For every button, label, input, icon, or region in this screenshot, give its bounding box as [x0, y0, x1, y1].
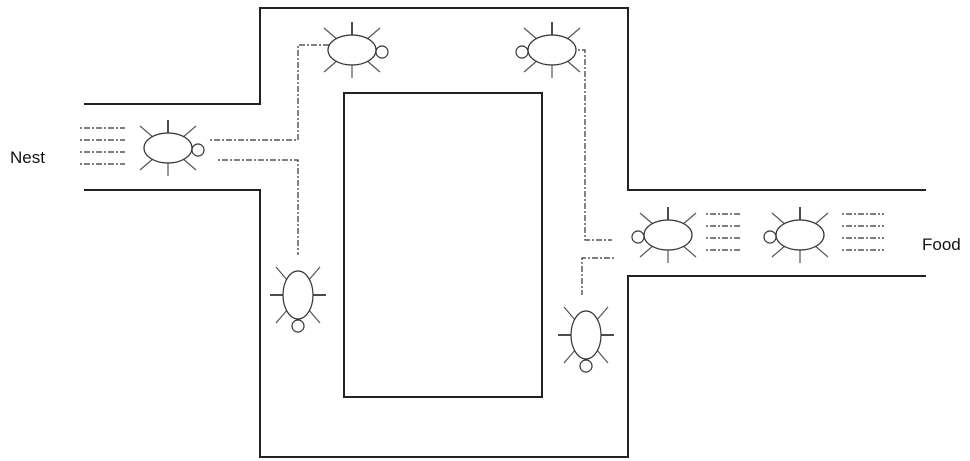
- pheromone-trails: [80, 45, 884, 295]
- trail-lower-route-right: [582, 258, 614, 295]
- ant-icon: [270, 267, 326, 332]
- ant-icon: [516, 22, 580, 78]
- ant-icon: [764, 207, 828, 263]
- ant-icon: [324, 22, 388, 78]
- inner-obstacle: [344, 93, 542, 397]
- trail-lower-route: [218, 160, 298, 255]
- food-scent-marks-2: [842, 214, 884, 250]
- outer-wall: [85, 8, 925, 190]
- food-scent-marks-1: [706, 214, 742, 250]
- trail-upper-route-right: [578, 50, 612, 240]
- ant-icon: [140, 120, 204, 176]
- nest-label: Nest: [10, 148, 45, 167]
- nest-scent-marks: [80, 128, 125, 164]
- ant-icon: [632, 207, 696, 263]
- trail-upper-route: [210, 45, 330, 140]
- food-label: Food: [922, 235, 961, 254]
- ant-icon: [558, 307, 614, 372]
